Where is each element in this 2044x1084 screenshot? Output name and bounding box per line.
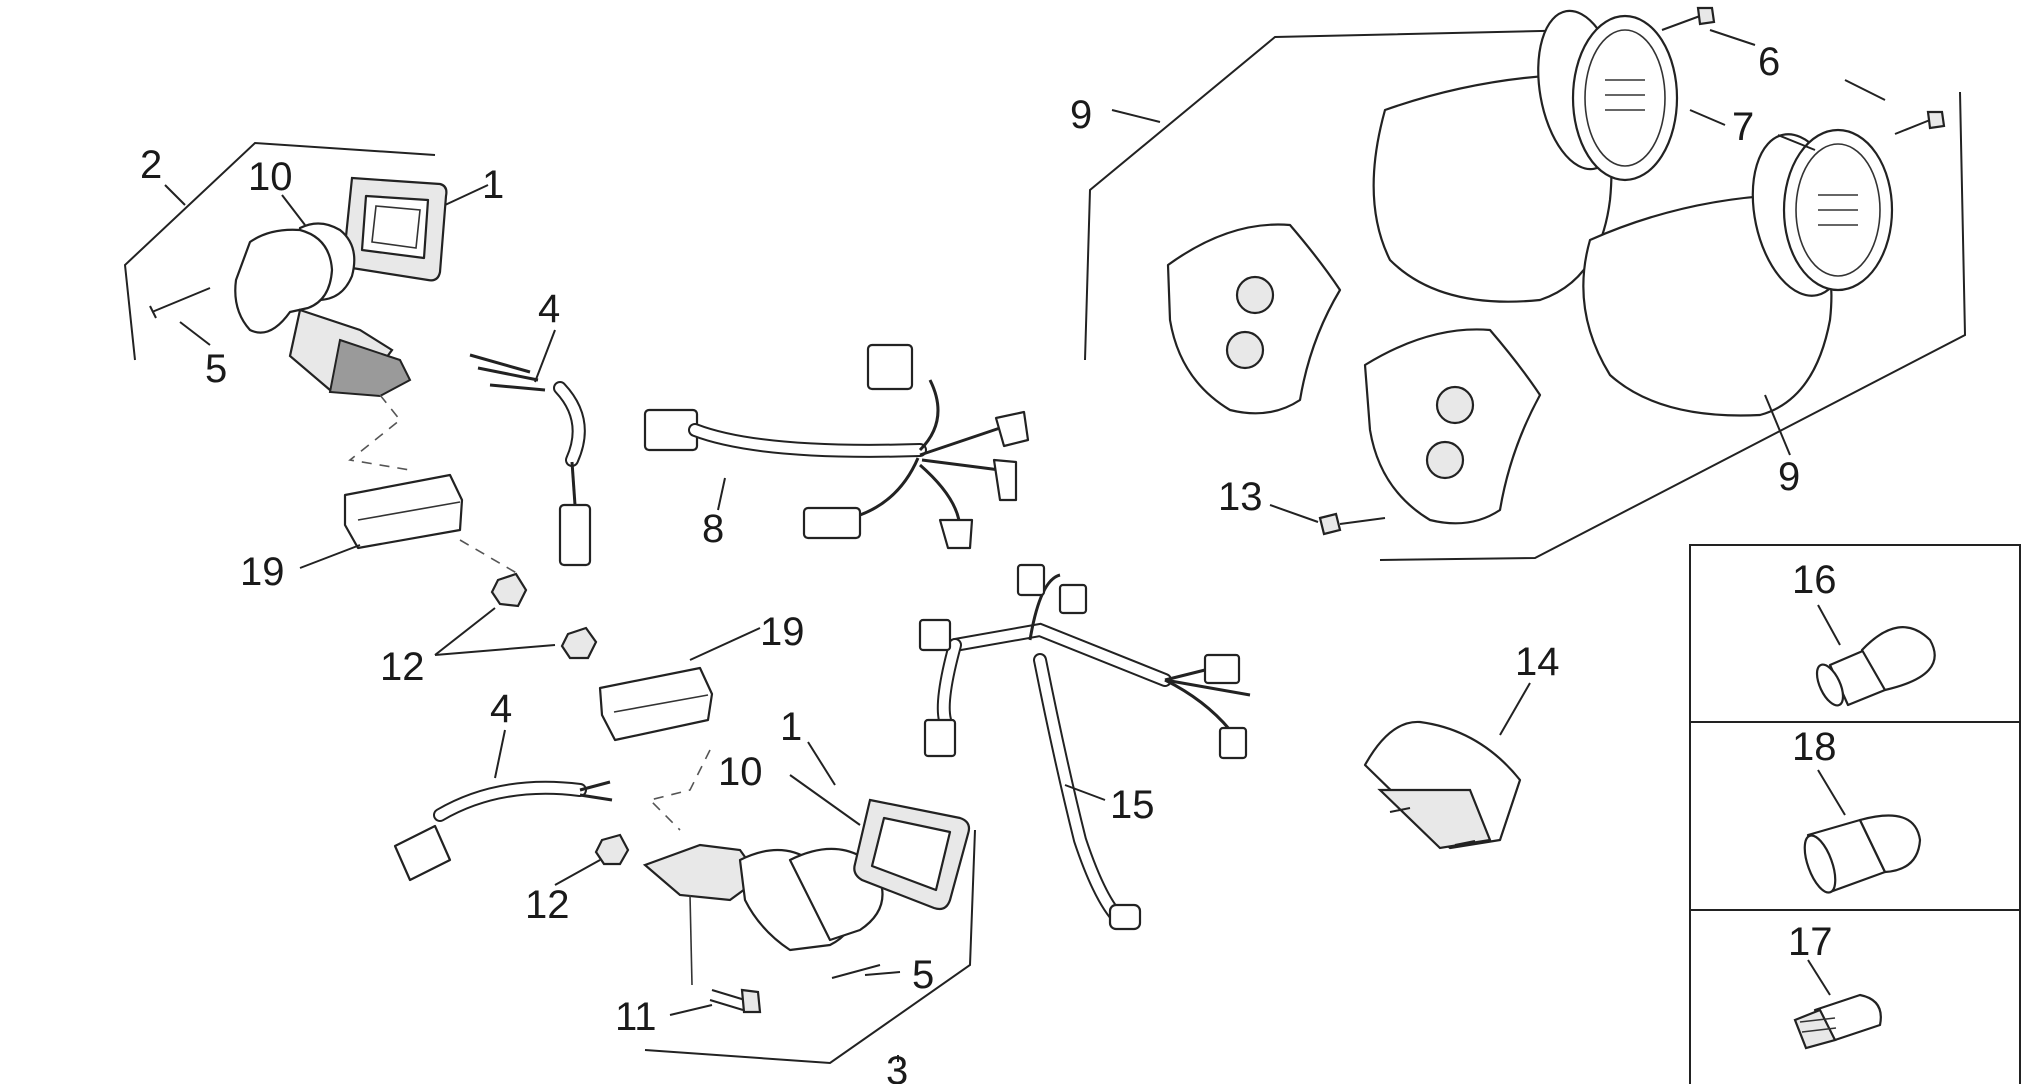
callout-10-upper: 10: [248, 155, 293, 199]
callout-2: 2: [140, 143, 162, 187]
callout-18: 18: [1792, 725, 1837, 769]
callout-3: 3: [886, 1049, 908, 1084]
callout-10-lower: 10: [718, 750, 763, 794]
callout-9-upper: 9: [1070, 93, 1092, 137]
bezel-ring-lower: [1782, 128, 1894, 292]
front-turn-indicator-assembly: [123, 141, 448, 471]
wiring-harness-8: [643, 343, 1030, 550]
rubber-pad-lower: [598, 666, 714, 742]
indicator-lens-frame: [342, 176, 448, 282]
callout-9-lower: 9: [1778, 455, 1800, 499]
indicator-screw: [149, 287, 211, 319]
bulb-reference-box: [1689, 544, 2021, 1084]
callout-1-lower: 1: [780, 705, 802, 749]
tail-light-housing-upper: [1166, 223, 1342, 415]
tail-light-assembly: [1084, 6, 1967, 561]
indicator-body: [234, 222, 412, 398]
indicator-wire-lower: [393, 780, 613, 882]
callout-4-lower: 4: [490, 687, 512, 731]
callout-12-upper: 12: [380, 645, 425, 689]
callout-5-lower: 5: [912, 953, 934, 997]
bulb-17-icon: [1793, 993, 1882, 1050]
callout-11: 11: [615, 995, 657, 1039]
bulb-18-icon: [1803, 814, 1922, 894]
bezel-screws: [1661, 6, 1946, 135]
callout-17: 17: [1788, 920, 1833, 964]
callout-19-upper: 19: [240, 550, 285, 594]
callout-13: 13: [1218, 475, 1263, 519]
rubber-pad-upper: [343, 473, 464, 550]
callout-8: 8: [702, 507, 724, 551]
nut-middle: [560, 626, 598, 660]
license-plate-light: [1363, 720, 1522, 850]
wiring-harness-15: [918, 563, 1251, 931]
bulb-16-icon: [1815, 626, 1936, 707]
callout-labels: 2 10 1 5 4 19 12 19 4 1 10 12 11 5 3 8 1…: [140, 40, 1837, 1084]
leader-lines: [164, 29, 1886, 1062]
bolt: [709, 988, 762, 1014]
nut-upper: [490, 572, 528, 608]
callout-14: 14: [1515, 640, 1560, 684]
housing-screw: [1318, 512, 1386, 536]
indicator-lens-frame-lower: [853, 798, 971, 911]
callout-4-upper: 4: [538, 287, 560, 331]
indicator-wire-upper: [469, 353, 592, 567]
bezel-ring-upper: [1571, 14, 1679, 182]
nut-lower: [594, 833, 630, 866]
callout-16: 16: [1792, 558, 1837, 602]
callout-5-upper: 5: [205, 347, 227, 391]
callout-19-lower: 19: [760, 610, 805, 654]
callout-6: 6: [1758, 40, 1780, 84]
callout-1-upper: 1: [482, 163, 504, 207]
callout-15: 15: [1110, 783, 1155, 827]
callout-7: 7: [1732, 105, 1754, 149]
tail-light-housing-lower: [1363, 328, 1542, 525]
rear-turn-indicator-assembly: [560, 626, 976, 1065]
callout-12-lower: 12: [525, 883, 570, 927]
